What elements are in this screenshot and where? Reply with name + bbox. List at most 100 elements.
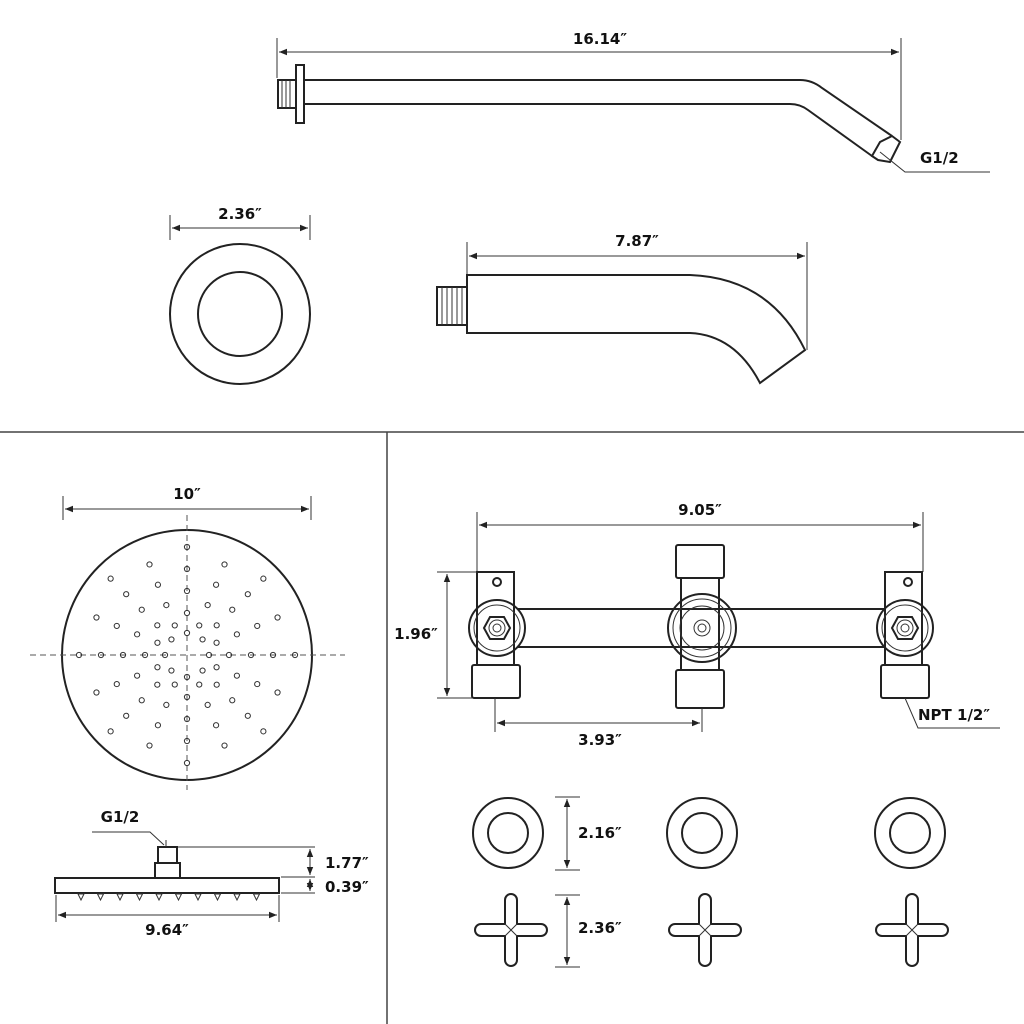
shower-head-diameter-label: 10″ [173,485,201,503]
nozzle [221,561,228,568]
nozzle [107,575,114,582]
nozzle [113,622,120,630]
nozzle [233,631,240,638]
nozzle [199,667,206,674]
nozzle [183,543,191,551]
nozzle [183,587,191,595]
side-nozzle [174,893,183,902]
nozzle [274,614,281,621]
shower-head-thickness-label: 0.39″ [325,878,369,896]
side-nozzle [116,893,124,902]
nozzle [225,651,233,659]
nozzle [171,622,178,629]
nozzle [204,701,211,708]
nozzle [274,689,281,696]
shower-arm-thread-label: G1/2 [920,149,959,167]
nozzle [213,681,220,688]
nozzle [113,680,120,688]
nozzle [141,651,149,659]
nozzle [233,672,240,679]
nozzle [221,742,228,749]
shower-head-side-view [54,831,315,922]
nozzle [146,561,153,568]
shower-head-height-label: 1.77″ [325,854,369,872]
side-nozzle [213,893,222,902]
nozzle [75,651,83,659]
nozzle [247,651,255,659]
nozzle [123,591,130,598]
flange [169,215,311,385]
nozzle [213,639,220,646]
side-nozzle [135,893,144,902]
handle-width-label: 2.36″ [578,919,622,937]
nozzle [168,636,175,643]
nozzle [138,606,145,613]
nozzle [260,575,267,582]
tub-spout-length-label: 7.87″ [615,232,659,250]
shower-arm [276,38,990,173]
nozzle [183,629,191,637]
valve-height-label: 1.96″ [394,625,438,643]
nozzle [154,639,161,646]
nozzle [269,651,277,659]
nozzle [154,722,162,729]
nozzle [123,712,130,719]
nozzle [183,693,191,701]
nozzle [163,701,170,708]
nozzle [213,622,220,629]
nozzle [134,672,141,679]
nozzle [205,651,213,659]
nozzle [154,581,162,588]
nozzle [244,712,251,719]
side-nozzle [96,893,105,902]
nozzle [154,622,161,629]
nozzle [244,591,251,598]
tub-spout [436,242,808,385]
nozzle [161,651,169,659]
nozzle [146,742,153,749]
side-nozzle [194,893,202,902]
cross-handles [474,893,949,968]
nozzle [183,609,191,617]
nozzle [196,622,203,629]
escutcheons [472,796,946,871]
nozzle [213,664,220,671]
rough-in-valve [437,512,1000,732]
nozzle [183,565,191,573]
shower-head-thread-label: G1/2 [101,808,140,826]
valve-spacing-label: 3.93″ [578,731,622,749]
shower-head-width-label: 9.64″ [145,921,189,939]
nozzle [254,622,261,630]
nozzle [119,651,127,659]
side-nozzle [155,893,163,902]
nozzle [291,651,299,659]
nozzle [93,689,100,696]
nozzle [154,681,161,688]
nozzle [93,614,100,621]
flange-diameter-label: 2.36″ [218,205,262,223]
side-nozzle [77,893,85,902]
nozzle [199,636,206,643]
side-nozzle [252,893,261,902]
nozzle [97,651,105,659]
nozzle [229,606,236,613]
shower-head-top-view [30,496,345,790]
nozzle [154,664,161,671]
nozzle [107,728,114,735]
nozzle [138,697,145,704]
nozzle [168,667,175,674]
nozzle [183,715,191,723]
side-nozzle [233,893,241,902]
nozzle [183,673,191,681]
nozzle [204,602,211,609]
nozzle [183,737,191,745]
nozzle [171,681,178,688]
nozzle [163,602,170,609]
valve-thread-label: NPT 1/2″ [918,706,990,724]
nozzle [212,722,220,729]
nozzle [183,759,191,767]
nozzle [196,681,203,688]
escutcheon-diameter-label: 2.16″ [578,824,622,842]
nozzle [229,697,236,704]
